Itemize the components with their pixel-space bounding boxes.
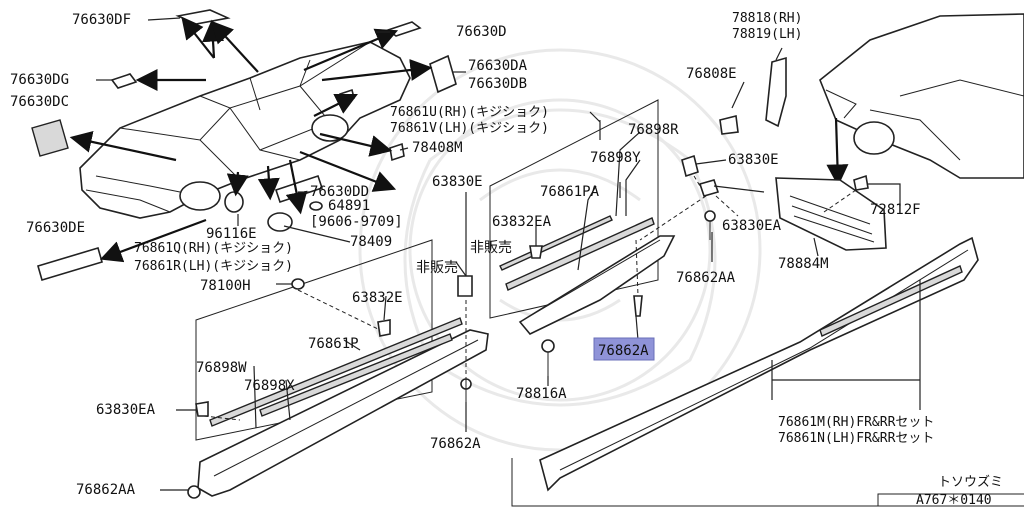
part-78409-shape [267,212,293,232]
part-76630DE-shape [37,247,103,281]
sedan-arrows [69,16,433,263]
label-76630DD: 76630DD [310,184,369,200]
panel-76861M-grey [819,265,963,337]
label-76630DF: 76630DF [72,12,131,28]
label-76861U: 76861U(RH)(キジショク) [390,105,549,120]
part-76808E-shape [719,115,739,135]
leader-lines [96,17,921,491]
label-78409: 78409 [350,234,392,250]
label-hanbai-2: 非販売 [416,260,458,276]
label-78884M: 78884M [778,256,829,272]
label-9606: [9606-9709] [310,214,403,230]
clip-72812F-shape [853,174,869,191]
hatch-illustration [819,13,1024,179]
label-63830E-top: 63830E [432,174,483,190]
label-76861PA: 76861PA [540,184,600,200]
label-76898R: 76898R [628,122,679,138]
label-hanbai-1: 非販売 [470,240,512,256]
panel-76861P-inner [213,339,479,477]
label-76630DC: 76630DC [10,94,69,110]
group-76861Q-frame [195,239,433,441]
label-76808E: 76808E [686,66,737,82]
label-64891: 64891 [328,198,370,214]
clip-76862A-mid-shape [633,295,643,317]
label-76861Q: 76861Q(RH)(キジショク) [134,241,293,256]
clip-76862AA-right-shape [704,210,716,240]
label-76862A-highlighted: 76862A [598,343,649,359]
part-78884M-grille [775,177,887,251]
clip-63832EA-shape [529,245,543,259]
label-76862AA-right: 76862AA [676,270,736,286]
label-72812F: 72812F [870,202,921,218]
label-76898W: 76898W [196,360,247,376]
part-76630DG-shape [110,73,138,89]
label-78408M: 78408M [412,140,463,156]
part-76630DA-shape [429,54,457,94]
arrow-hatch-to-grille [826,117,849,187]
label-76861R: 76861R(LH)(キジショク) [134,259,293,274]
label-63830EA-left: 63830EA [96,402,156,418]
label-76862A-left: 76862A [430,436,481,452]
label-76630DB: 76630DB [468,76,527,92]
label-76630DE: 76630DE [26,220,85,236]
label-78818: 78818(RH) [732,11,802,26]
label-76898Y: 76898Y [590,150,641,166]
label-76898X: 76898X [244,378,295,394]
label-78816A: 78816A [516,386,567,402]
strip-76898X [259,333,453,417]
panel-76861PA [518,235,676,335]
label-76861P: 76861P [308,336,359,352]
grille-lines [789,195,875,243]
label-76630D: 76630D [456,24,507,40]
part-96116E-shape [224,191,244,213]
part-76630DC-shape [31,119,69,157]
clip-78816A-shape [541,339,555,376]
strip-76898W [209,317,463,427]
clip-78100H-shape [291,278,305,290]
clip-63830E-right-shape [681,154,699,178]
label-76861V: 76861V(LH)(キジショク) [390,121,549,136]
label-76630DA: 76630DA [468,58,528,74]
clip-63830EA-left-shape [195,401,209,417]
labels: 76630DF 76630D 76630DA 76630DB 76630DG 7… [10,11,1003,508]
label-76861M: 76861M(RH)FR&RRセット [778,415,934,430]
part-78408M-shape [389,142,405,162]
clip-63832E-shape [377,319,391,337]
label-63832EA: 63832EA [492,214,552,230]
part-78818-shape [765,56,787,128]
sedan-illustration [79,41,411,219]
clip-76862A-left-shape [460,378,472,402]
panel-76861PA-inner [529,239,661,317]
panel-76861P [197,329,489,497]
dashed-lines [203,175,857,421]
label-63832E: 63832E [352,290,403,306]
frame-bottom-right [511,458,1024,507]
label-76861N: 76861N(LH)FR&RRセット [778,431,934,446]
label-76862AA-left: 76862AA [76,482,136,498]
label-63830E-right: 63830E [728,152,779,168]
label-tonozumi: トソウズミ [938,474,1003,490]
part-64891-shape [309,201,323,211]
panel-76861M-inner [559,249,969,471]
label-96116E: 96116E [206,226,257,242]
label-63830EA-right: 63830EA [722,218,782,234]
clip-76862AA-left-shape [187,485,201,499]
label-78100H: 78100H [200,278,251,294]
clip-63830EA-right-shape [698,179,720,197]
label-76630DG: 76630DG [10,72,69,88]
highlight-76862A [593,337,655,361]
label-diagram-code: A767＊0140 [916,493,992,508]
label-78819: 78819(LH) [732,27,802,42]
part-76630D-shape [386,21,422,37]
clip-63830E-mid-shape [457,275,473,297]
panel-76861M [539,236,979,492]
